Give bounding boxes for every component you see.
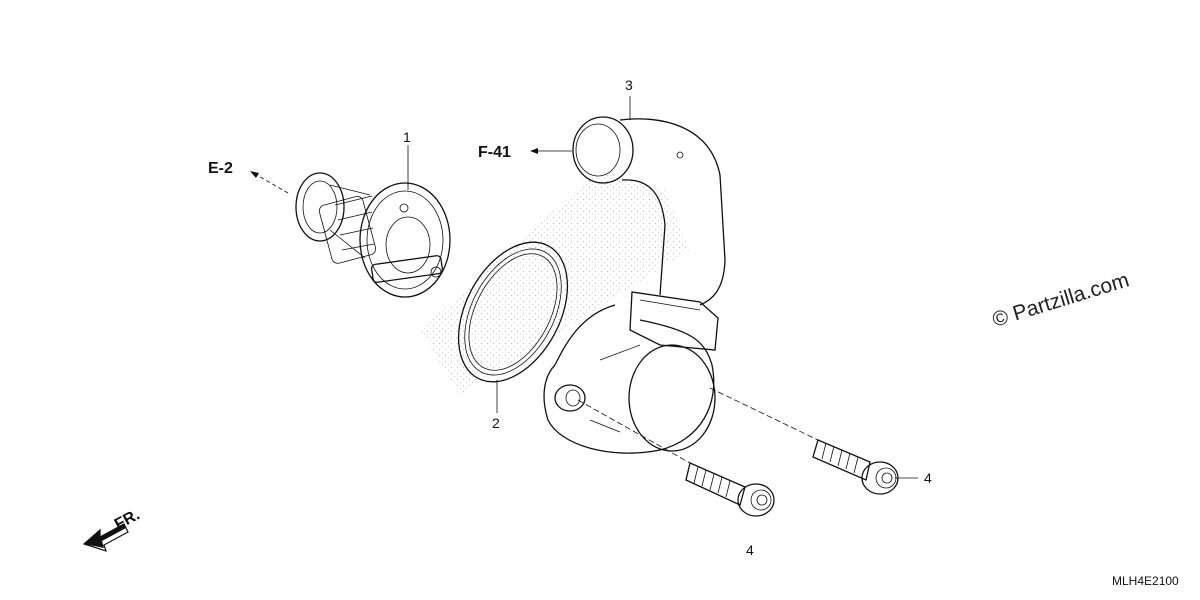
callout-part-3: 3	[625, 77, 633, 93]
thermostat-part-1[interactable]	[295, 172, 451, 298]
watermark: © Partzilla.com	[990, 268, 1132, 331]
bolt-part-4-lower[interactable]	[685, 462, 775, 517]
gasket-part-2[interactable]	[436, 224, 589, 401]
leader-lines	[250, 96, 918, 479]
callout-part-4-bottom: 4	[746, 542, 754, 558]
housing-part-3[interactable]	[543, 116, 726, 454]
callout-part-1: 1	[403, 129, 411, 145]
reference-f41[interactable]: F-41	[478, 144, 511, 161]
bolt-part-4-upper[interactable]	[812, 439, 899, 495]
front-arrow-icon	[82, 523, 129, 552]
callout-part-2: 2	[492, 415, 500, 431]
assembly-shading	[420, 170, 690, 395]
reference-e2[interactable]: E-2	[208, 160, 233, 177]
callout-part-4-right: 4	[924, 470, 932, 486]
diagram-code: MLH4E2100	[1112, 574, 1179, 588]
